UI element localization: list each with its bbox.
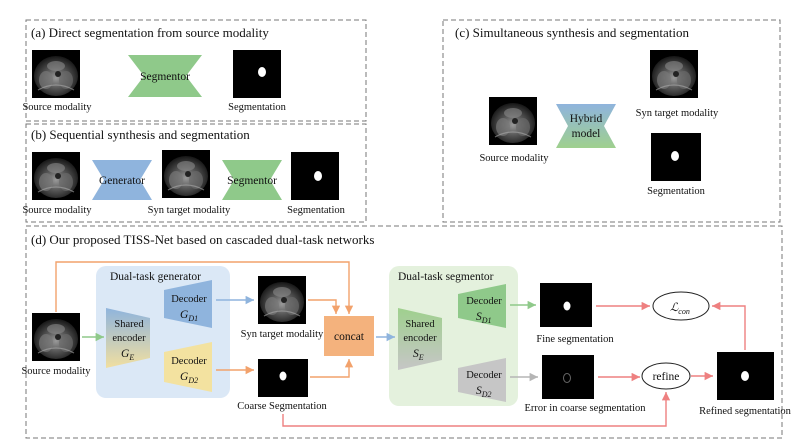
- refine-label: refine: [653, 371, 680, 383]
- panel-d: (d) Our proposed TISS-Net based on casca…: [21, 225, 792, 439]
- error-contour: [563, 373, 571, 383]
- error-map-image: [542, 355, 594, 399]
- syn-target-mri-image: [257, 275, 307, 325]
- concat-block: [324, 316, 374, 356]
- decoder-3-label: Decoder: [466, 296, 502, 307]
- refined-segmentation-label: Refined segmentation: [699, 406, 792, 417]
- tumor-mask: [741, 371, 749, 381]
- decoder-4-label: Decoder: [466, 370, 502, 381]
- segmentor-decoder-1: [458, 284, 506, 328]
- tumor-mask: [671, 151, 679, 161]
- panel-a-border: [25, 19, 367, 122]
- generator-decoder-1: [164, 280, 212, 328]
- panel-b-border: [25, 123, 367, 223]
- segmentation-label: Segmentation: [647, 186, 705, 197]
- lcon-symbol: ℒcon: [670, 302, 690, 316]
- source-modality-label: Source modality: [21, 366, 91, 377]
- generator-encoder-line2: encoder: [112, 333, 146, 344]
- consistency-loss-node: [652, 291, 710, 321]
- segmentor-decoder-2: [458, 358, 506, 402]
- segmentation-label: Segmentation: [228, 102, 286, 113]
- syn-target-label: Syn target modality: [148, 205, 231, 216]
- panel-b-title: (b) Sequential synthesis and segmentatio…: [31, 127, 250, 142]
- source-mri-image: [488, 96, 538, 146]
- panel-c-title: (c) Simultaneous synthesis and segmentat…: [455, 25, 689, 40]
- source-modality-label: Source modality: [22, 205, 92, 216]
- source-mri-image: [31, 151, 81, 201]
- panel-c: (c) Simultaneous synthesis and segmentat…: [442, 19, 781, 223]
- coarse-segmentation-label: Coarse Segmentation: [237, 401, 327, 412]
- refine-node: [641, 362, 691, 390]
- tumor-mask: [279, 371, 287, 381]
- error-segmentation-label: Error in coarse segmentation: [525, 403, 647, 414]
- panel-a: (a) Direct segmentation from source moda…: [22, 19, 367, 122]
- arrows: [55, 261, 746, 427]
- source-mri-image: [31, 312, 81, 362]
- panel-a-title: (a) Direct segmentation from source moda…: [31, 25, 269, 40]
- ge-symbol: GE: [121, 348, 134, 362]
- segmentor-label: Segmentor: [227, 175, 277, 187]
- fine-segmentation-label: Fine segmentation: [536, 334, 614, 345]
- decoder-2-label: Decoder: [171, 356, 207, 367]
- concat-label: concat: [334, 331, 365, 343]
- gd1-symbol: GD1: [180, 309, 198, 323]
- segmentor-label: Segmentor: [140, 71, 190, 83]
- panel-c-border: [442, 19, 781, 223]
- syn-to-concat-arrow: [308, 299, 341, 314]
- generator-encoder-line1: Shared: [114, 319, 144, 330]
- coarse-to-concat-arrow: [310, 359, 354, 378]
- generator-block: [92, 160, 152, 200]
- tumor-mask: [563, 301, 571, 311]
- tumor-mask: [314, 171, 322, 181]
- segmentor-shared-encoder: [398, 308, 442, 370]
- source-modality-label: Source modality: [479, 153, 549, 164]
- syn-target-label: Syn target modality: [636, 108, 719, 119]
- segmentation-label: Segmentation: [287, 205, 345, 216]
- generator-decoder-2: [164, 342, 212, 392]
- skip-source-to-concat-arrow: [55, 261, 354, 314]
- segmentor-block: [128, 55, 202, 97]
- hybrid-label-line1: Hybrid: [570, 113, 603, 125]
- segmentation-mask-image: [233, 50, 281, 98]
- segmentor-block: [222, 160, 282, 200]
- segmentor-encoder-line1: Shared: [405, 319, 435, 330]
- panel-b: (b) Sequential synthesis and segmentatio…: [22, 123, 367, 223]
- decoder-1-label: Decoder: [171, 294, 207, 305]
- segmentor-encoder-line2: encoder: [403, 333, 437, 344]
- syn-target-mri-image: [649, 49, 699, 99]
- refined-to-lcon-arrow: [712, 301, 746, 350]
- coarse-to-refine-arrow: [282, 392, 671, 427]
- sd2-symbol: SD2: [476, 385, 492, 399]
- generator-label: Generator: [99, 175, 145, 187]
- syn-target-label: Syn target modality: [241, 329, 324, 340]
- se-symbol: SE: [413, 348, 424, 362]
- source-mri-image: [31, 49, 81, 99]
- panel-d-border: [25, 225, 783, 439]
- syn-target-mri-image: [161, 149, 211, 199]
- hybrid-model-block: [556, 104, 616, 148]
- hybrid-label-line2: model: [572, 128, 601, 140]
- source-modality-label: Source modality: [22, 102, 92, 113]
- sd1-symbol: SD1: [476, 311, 492, 325]
- generator-title: Dual-task generator: [110, 271, 201, 283]
- gd2-symbol: GD2: [180, 371, 198, 385]
- panel-d-title: (d) Our proposed TISS-Net based on casca…: [31, 232, 374, 247]
- segmentor-title: Dual-task segmentor: [398, 271, 494, 283]
- tumor-mask: [258, 67, 266, 77]
- generator-shared-encoder: [106, 308, 150, 368]
